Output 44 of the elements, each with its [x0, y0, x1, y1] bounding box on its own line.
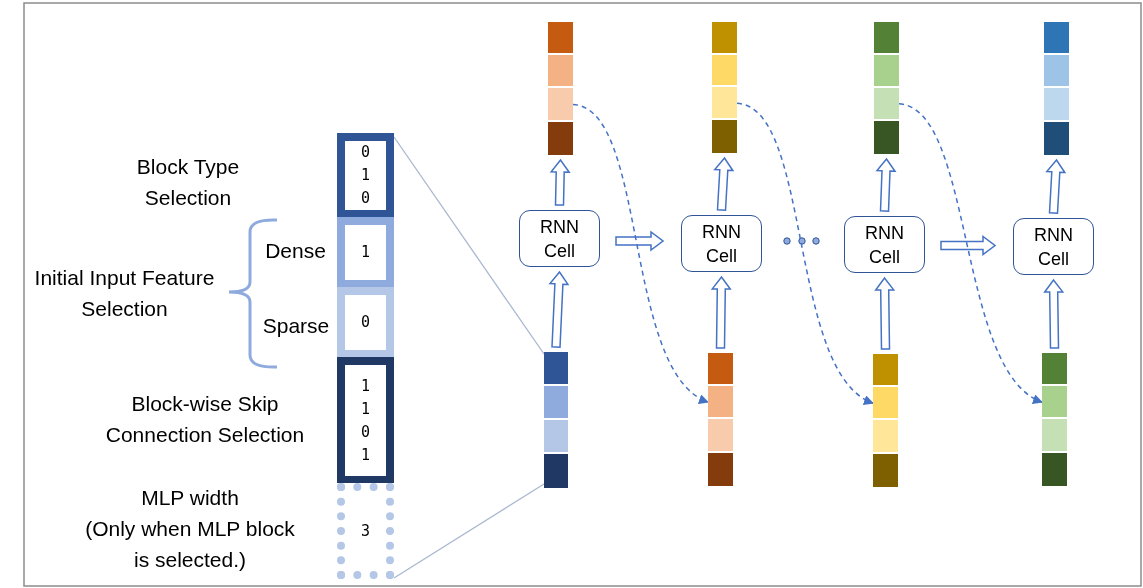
- embedding-vector: [874, 22, 899, 154]
- rnn-cell-box: RNN Cell: [844, 216, 925, 273]
- embedding-vector: [544, 352, 568, 488]
- selection-cell: [337, 483, 394, 579]
- embedding-vector: [548, 22, 573, 155]
- skip-connection-arrow: [898, 103, 1043, 403]
- block-arrow: [1043, 278, 1065, 349]
- group-label: MLP width: [140, 485, 240, 511]
- row-label: Sparse: [261, 313, 331, 339]
- embedding-vector: [1042, 353, 1067, 486]
- block-arrow: [713, 156, 735, 211]
- group-label: Initial Input Feature Selection: [33, 265, 216, 322]
- selection-cell: [337, 217, 394, 288]
- rnn-cell-box: RNN Cell: [681, 215, 762, 272]
- selection-cell: [337, 133, 394, 218]
- embedding-vector: [1044, 22, 1069, 155]
- block-arrow: [1045, 158, 1067, 214]
- zoom-line: [393, 136, 545, 355]
- selection-cell: [337, 357, 394, 484]
- embedding-vector: [712, 22, 737, 153]
- embedding-vector: [873, 354, 898, 487]
- block-arrow: [710, 275, 732, 349]
- skip-connection-arrow: [572, 103, 709, 403]
- group-label: (Only when MLP block is selected.): [84, 516, 296, 573]
- bit-value: 3: [360, 520, 371, 542]
- block-arrow: [874, 276, 896, 350]
- group-label: Block Type Selection: [135, 154, 241, 211]
- row-label: Dense: [264, 238, 327, 264]
- selection-cell: [337, 287, 394, 358]
- block-arrow: [548, 270, 570, 348]
- bit-value: 0 1 0: [360, 142, 371, 209]
- embedding-vector: [708, 353, 733, 486]
- rnn-cell-box: RNN Cell: [519, 210, 600, 267]
- group-label: Block-wise Skip Connection Selection: [104, 391, 306, 448]
- bit-value: 1: [360, 242, 371, 263]
- block-arrow: [940, 235, 997, 256]
- block-arrow: [875, 157, 897, 212]
- rnn-cell-box: RNN Cell: [1013, 218, 1094, 275]
- block-arrow: [615, 230, 665, 252]
- zoom-line: [393, 483, 545, 579]
- block-arrow: [549, 158, 571, 206]
- bit-value: 1 1 0 1: [360, 375, 371, 466]
- bit-value: 0: [360, 312, 371, 333]
- skip-connection-arrow: [736, 102, 874, 404]
